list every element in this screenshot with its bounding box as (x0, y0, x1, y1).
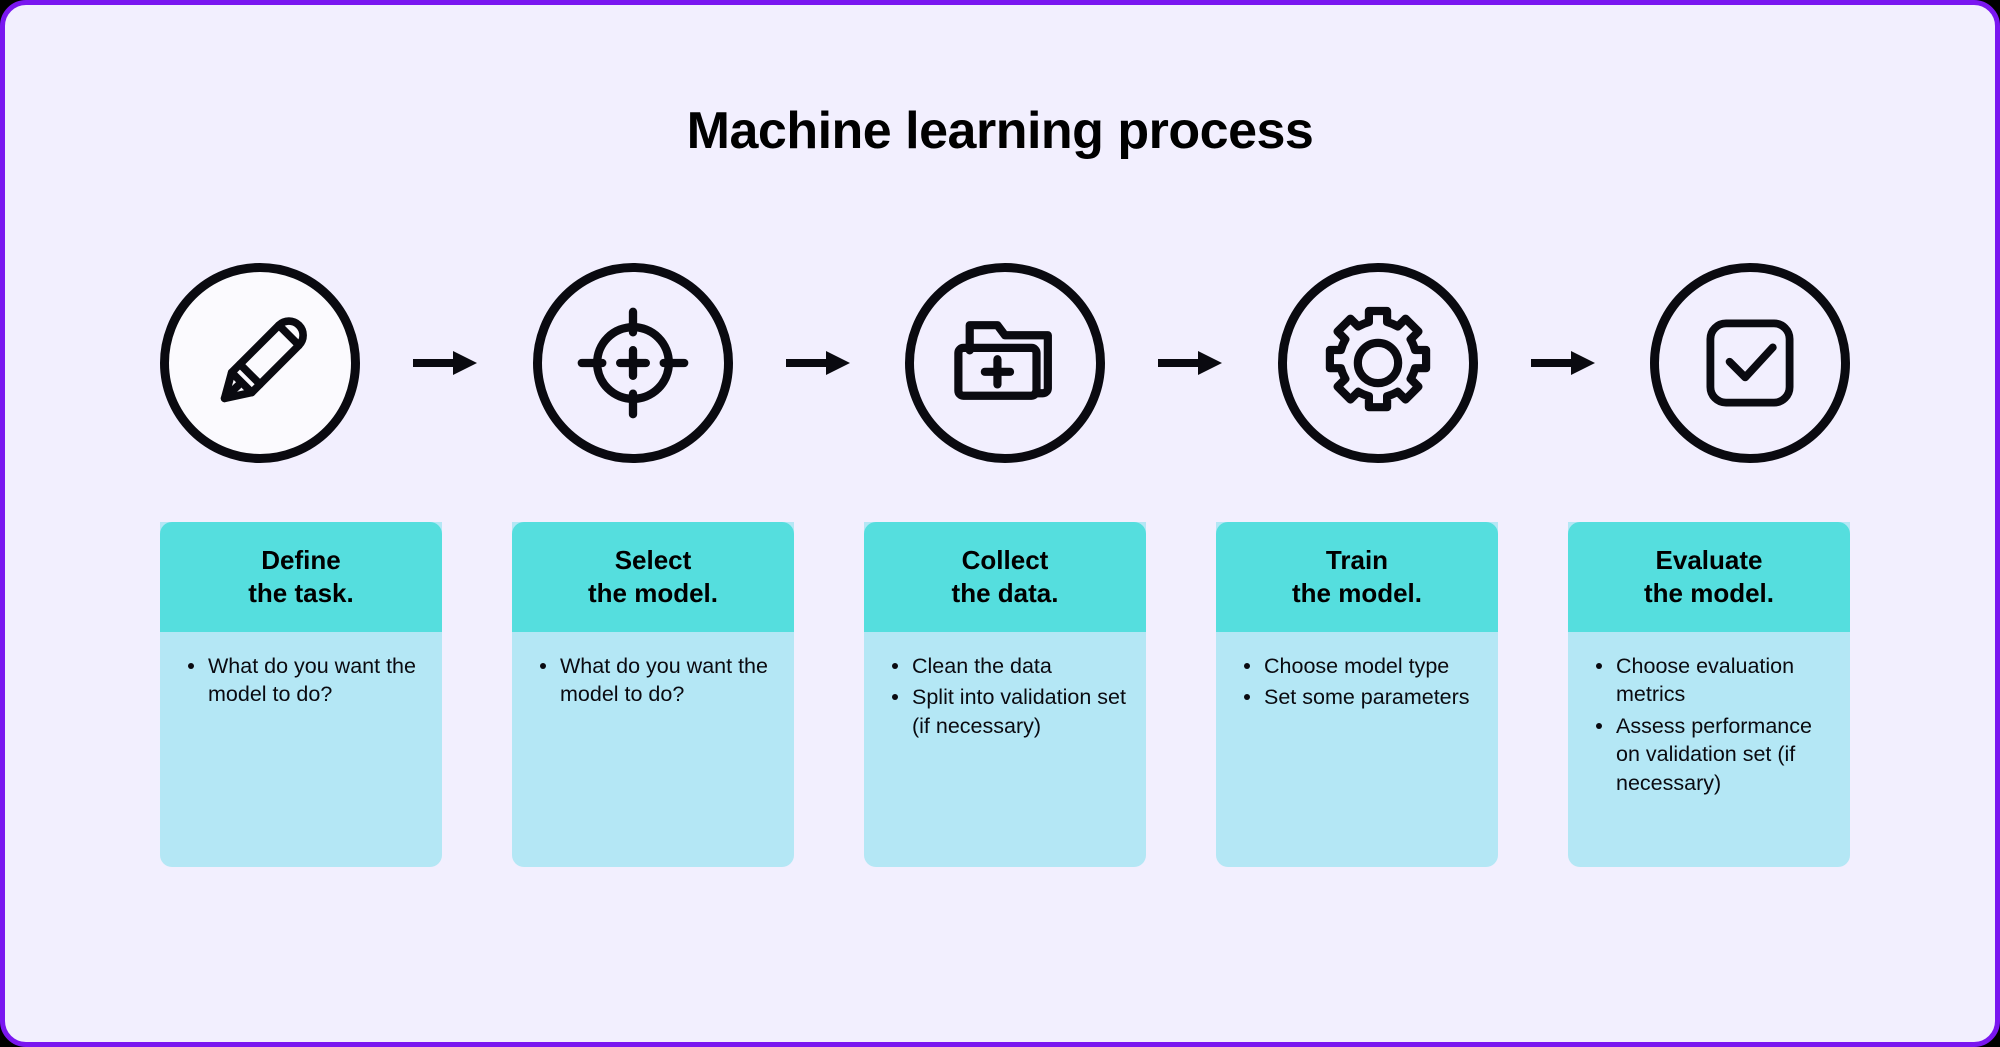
step-icon-circle-collect (905, 263, 1105, 463)
process-card-define: Define the task. What do you want the mo… (160, 522, 442, 867)
step-icon-circle-select (532, 263, 733, 463)
card-body: Choose evaluation metrics Assess perform… (1568, 632, 1850, 867)
list-item: Split into validation set (if necessary) (886, 683, 1128, 740)
card-body: What do you want the model to do? (512, 632, 794, 867)
card-header-title: Train the model. (1216, 522, 1498, 632)
list-item: What do you want the model to do? (534, 652, 776, 709)
list-item: What do you want the model to do? (182, 652, 424, 709)
card-bullet-list: What do you want the model to do? (182, 652, 424, 709)
list-item: Choose model type (1238, 652, 1480, 680)
process-card-evaluate: Evaluate the model. Choose evaluation me… (1568, 522, 1850, 867)
step-icon-circle-train (1277, 263, 1478, 463)
checkbox-check-icon (1690, 303, 1810, 423)
card-header-title: Define the task. (160, 522, 442, 632)
card-body: What do you want the model to do? (160, 632, 442, 867)
page-title: Machine learning process (686, 102, 1314, 160)
card-bullet-list: Choose evaluation metrics Assess perform… (1590, 652, 1832, 797)
list-item: Assess performance on validation set (if… (1590, 712, 1832, 797)
step-icon-circle-define (160, 263, 360, 463)
card-body: Clean the data Split into validation set… (864, 632, 1146, 867)
step-arrow-4 (1528, 343, 1600, 383)
list-item: Set some parameters (1238, 683, 1480, 711)
card-bullet-list: Clean the data Split into validation set… (886, 652, 1128, 740)
card-header-title: Collect the data. (864, 522, 1146, 632)
step-icon-circle-evaluate (1650, 263, 1850, 463)
card-bullet-list: What do you want the model to do? (534, 652, 776, 709)
gear-icon (1313, 298, 1443, 428)
card-header-title: Select the model. (512, 522, 794, 632)
list-item: Choose evaluation metrics (1590, 652, 1832, 709)
step-arrow-3 (1155, 343, 1227, 383)
process-icon-row (160, 263, 1850, 463)
target-icon (569, 299, 697, 427)
pencil-icon (201, 304, 319, 422)
process-card-row: Define the task. What do you want the mo… (160, 522, 1850, 867)
card-header-title: Evaluate the model. (1568, 522, 1850, 632)
folder-plus-icon (942, 300, 1068, 426)
card-bullet-list: Choose model type Set some parameters (1238, 652, 1480, 712)
step-arrow-2 (783, 343, 855, 383)
process-card-select: Select the model. What do you want the m… (512, 522, 794, 867)
process-card-train: Train the model. Choose model type Set s… (1216, 522, 1498, 867)
list-item: Clean the data (886, 652, 1128, 680)
process-card-collect: Collect the data. Clean the data Split i… (864, 522, 1146, 867)
card-body: Choose model type Set some parameters (1216, 632, 1498, 867)
step-arrow-1 (410, 343, 482, 383)
